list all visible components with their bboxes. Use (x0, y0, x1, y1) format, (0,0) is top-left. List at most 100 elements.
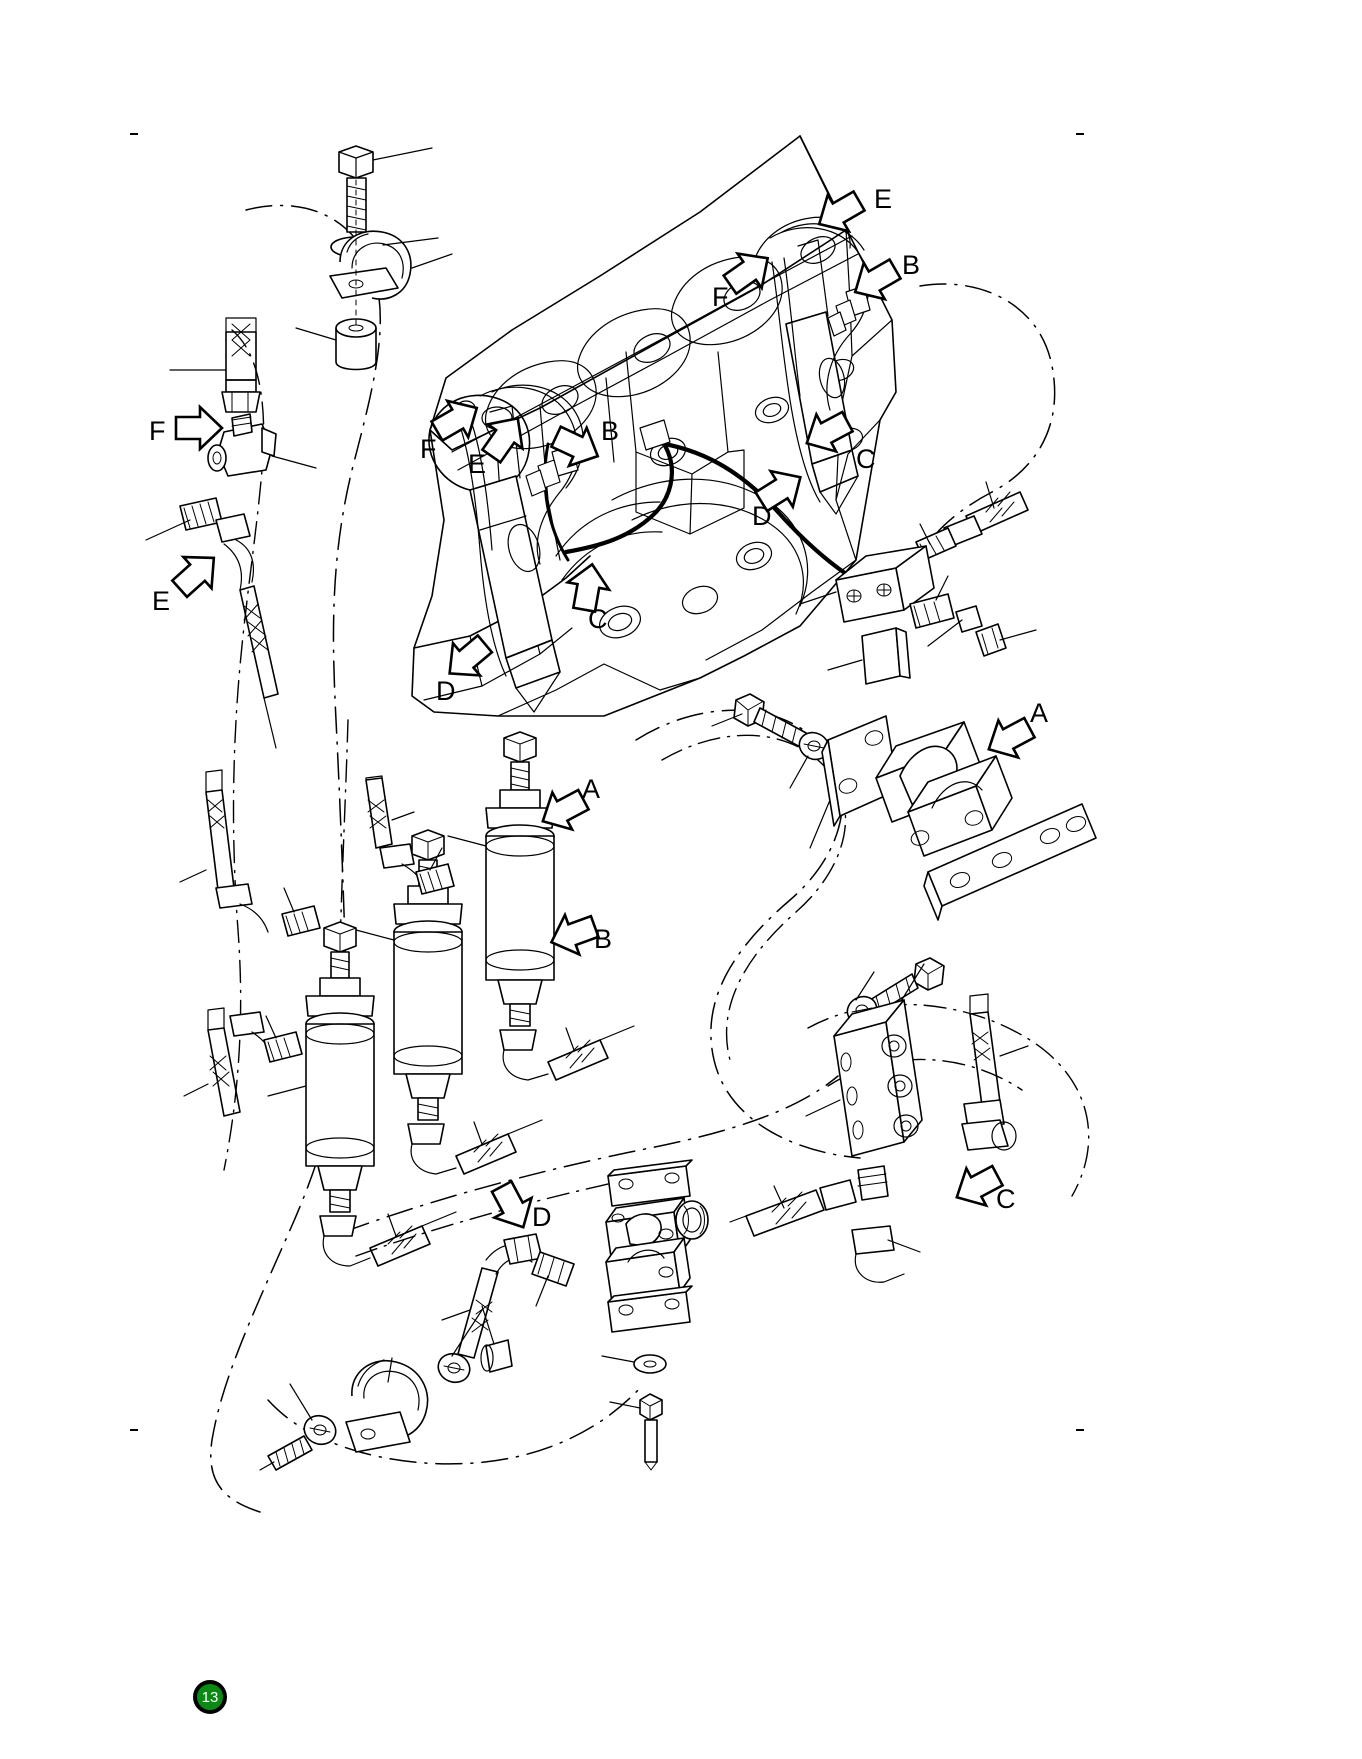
leader-shim-plate (827, 659, 863, 671)
shim-plate (861, 627, 911, 685)
frame-lower-curve-3 (555, 501, 661, 557)
bottom-hose-elbow (457, 1233, 575, 1359)
plate-lock-washer-slot (803, 743, 825, 749)
cylinder-left-lube-3 (459, 425, 507, 677)
blc-bolt-th3 (283, 1447, 289, 1463)
callout-label-C-manifold: C (996, 1184, 1016, 1214)
leader-junction-inlet-nipple (919, 523, 931, 545)
cyl3-inlet-nip-th2 (427, 871, 435, 891)
hose-left-lower2-nut (229, 1011, 265, 1037)
tee-fitting-upper-left (207, 413, 277, 477)
cyl2-bolt-head-edge (411, 835, 445, 861)
callout-label-E-left: E (152, 586, 170, 616)
callout-label-C-frame-left: C (588, 604, 608, 634)
leader-washer-upper-left (382, 237, 439, 246)
bottom-hose-braid-1 (475, 1299, 493, 1315)
leader-clamp-kit-washer (601, 1355, 635, 1363)
cyl1-bottom-elbow-nut (319, 1215, 357, 1237)
cylinder-right-tip (819, 475, 859, 515)
blc-foot-hole (360, 1428, 376, 1440)
manifold-bolt-th3 (885, 989, 891, 1005)
spacer-body (335, 327, 377, 371)
manifold-bottom-th2 (857, 1181, 888, 1187)
cyl1-out-braid-1 (387, 1231, 405, 1255)
backing-plate-top (607, 1159, 693, 1207)
manifold-port-left-2 (846, 1086, 858, 1106)
junction-inlet-braid-1 (985, 497, 1003, 523)
tee-neck-thread-1 (231, 416, 252, 421)
cyl3-band-bottom (485, 949, 555, 971)
clamp-kit-bolt-head (639, 1393, 663, 1421)
callout-label-A-cylinder: A (582, 774, 600, 804)
frame-boss-2 (599, 605, 641, 639)
leader-bolt-upper-left (372, 147, 433, 161)
plate-bolt-head-edge (735, 699, 763, 727)
leader-clamp-upper-left (411, 253, 453, 269)
cyl3-bolt-th3 (510, 783, 530, 789)
retainer-plate-edge (607, 1285, 693, 1303)
hose-left-lower-braid-2 (209, 815, 225, 829)
mounting-bar-hole-3 (1039, 828, 1061, 844)
leader-clamp-kit-bolt (609, 1401, 641, 1409)
grease-cylinder-2 (393, 829, 463, 1175)
cylinder-left-lube-2 (491, 384, 584, 489)
hose-left-lower-nut (215, 883, 253, 909)
cyl3-out-braid-1 (565, 1045, 583, 1069)
main-lube-hose-3 (543, 442, 570, 562)
manifold-port-right-1 (881, 1034, 907, 1058)
manifold-port-left-3 (852, 1120, 864, 1140)
cylinder-left-cap (469, 475, 517, 491)
cyl3-out-taper (599, 1025, 635, 1041)
blc-spacer-end (480, 1344, 494, 1372)
callout-label-A-bracket: A (1030, 698, 1048, 728)
cyl2-top-collar (393, 903, 463, 925)
cyl3-bottom-elbow (502, 1049, 549, 1081)
callout-arrow-E-left (164, 541, 230, 606)
bsc-lower-hole-1 (658, 1266, 674, 1278)
mounting-bar-hole-4 (1065, 816, 1087, 832)
callout-label-B-cylinder: B (594, 924, 612, 954)
nipple-ll2-th-3 (283, 1037, 291, 1057)
cyl3-inlet-braid-2 (369, 815, 387, 829)
nipple-left-lower-th-1 (285, 915, 293, 935)
right-adapter-chain (909, 593, 1007, 657)
hose-left-lower-top (205, 769, 223, 793)
callout-label-D-frame-right: D (752, 501, 772, 531)
blc-bolt (267, 1435, 313, 1471)
frame-bottom-nose-2 (423, 627, 573, 701)
manifold-left-braid-2 (787, 1191, 807, 1219)
leader-manifold-bolt (897, 963, 925, 1007)
adapter-th2 (923, 603, 931, 625)
hose-left-lower (205, 769, 269, 933)
cylinder-left-tip (515, 671, 561, 713)
braided-hose-upper-left (221, 317, 261, 413)
junction-inlet-braid-2 (997, 491, 1015, 517)
mounting-plate-edge (821, 739, 841, 827)
routing-path-lower-diagonal (343, 1075, 839, 1233)
elbow-bend-2 (223, 543, 243, 591)
manifold-right-elbow (961, 1119, 1009, 1151)
callout-arrow-E-top-right (807, 181, 871, 244)
grommet-inner (682, 1207, 702, 1233)
nipple-left-lower-th-2 (293, 913, 301, 933)
clamp-kit-bolt-head-edge (639, 1399, 663, 1421)
grease-cylinder-1 (305, 921, 375, 1267)
leader-plate-washer (789, 755, 809, 789)
blc-saddle-rib (357, 1359, 385, 1387)
leader-mounting-plate (809, 799, 831, 849)
frame-rib-hole-4 (800, 236, 836, 264)
split-clamp-lower (907, 755, 1013, 857)
cyl2-out-braid-1 (473, 1139, 491, 1163)
leader-cyl2-outlet (473, 1121, 483, 1145)
hose-left-lower-braid-1 (207, 799, 223, 813)
spacer-top (335, 318, 377, 338)
frame-top-stringer-2 (457, 253, 859, 471)
cyl2-base-th2 (417, 1111, 439, 1117)
cyl2-out-taper (507, 1119, 543, 1135)
nipple-ll2-th-2 (275, 1039, 283, 1059)
leader-hose-left-lower2 (183, 1083, 209, 1097)
callout-label-F-frame-left: F (420, 434, 437, 464)
